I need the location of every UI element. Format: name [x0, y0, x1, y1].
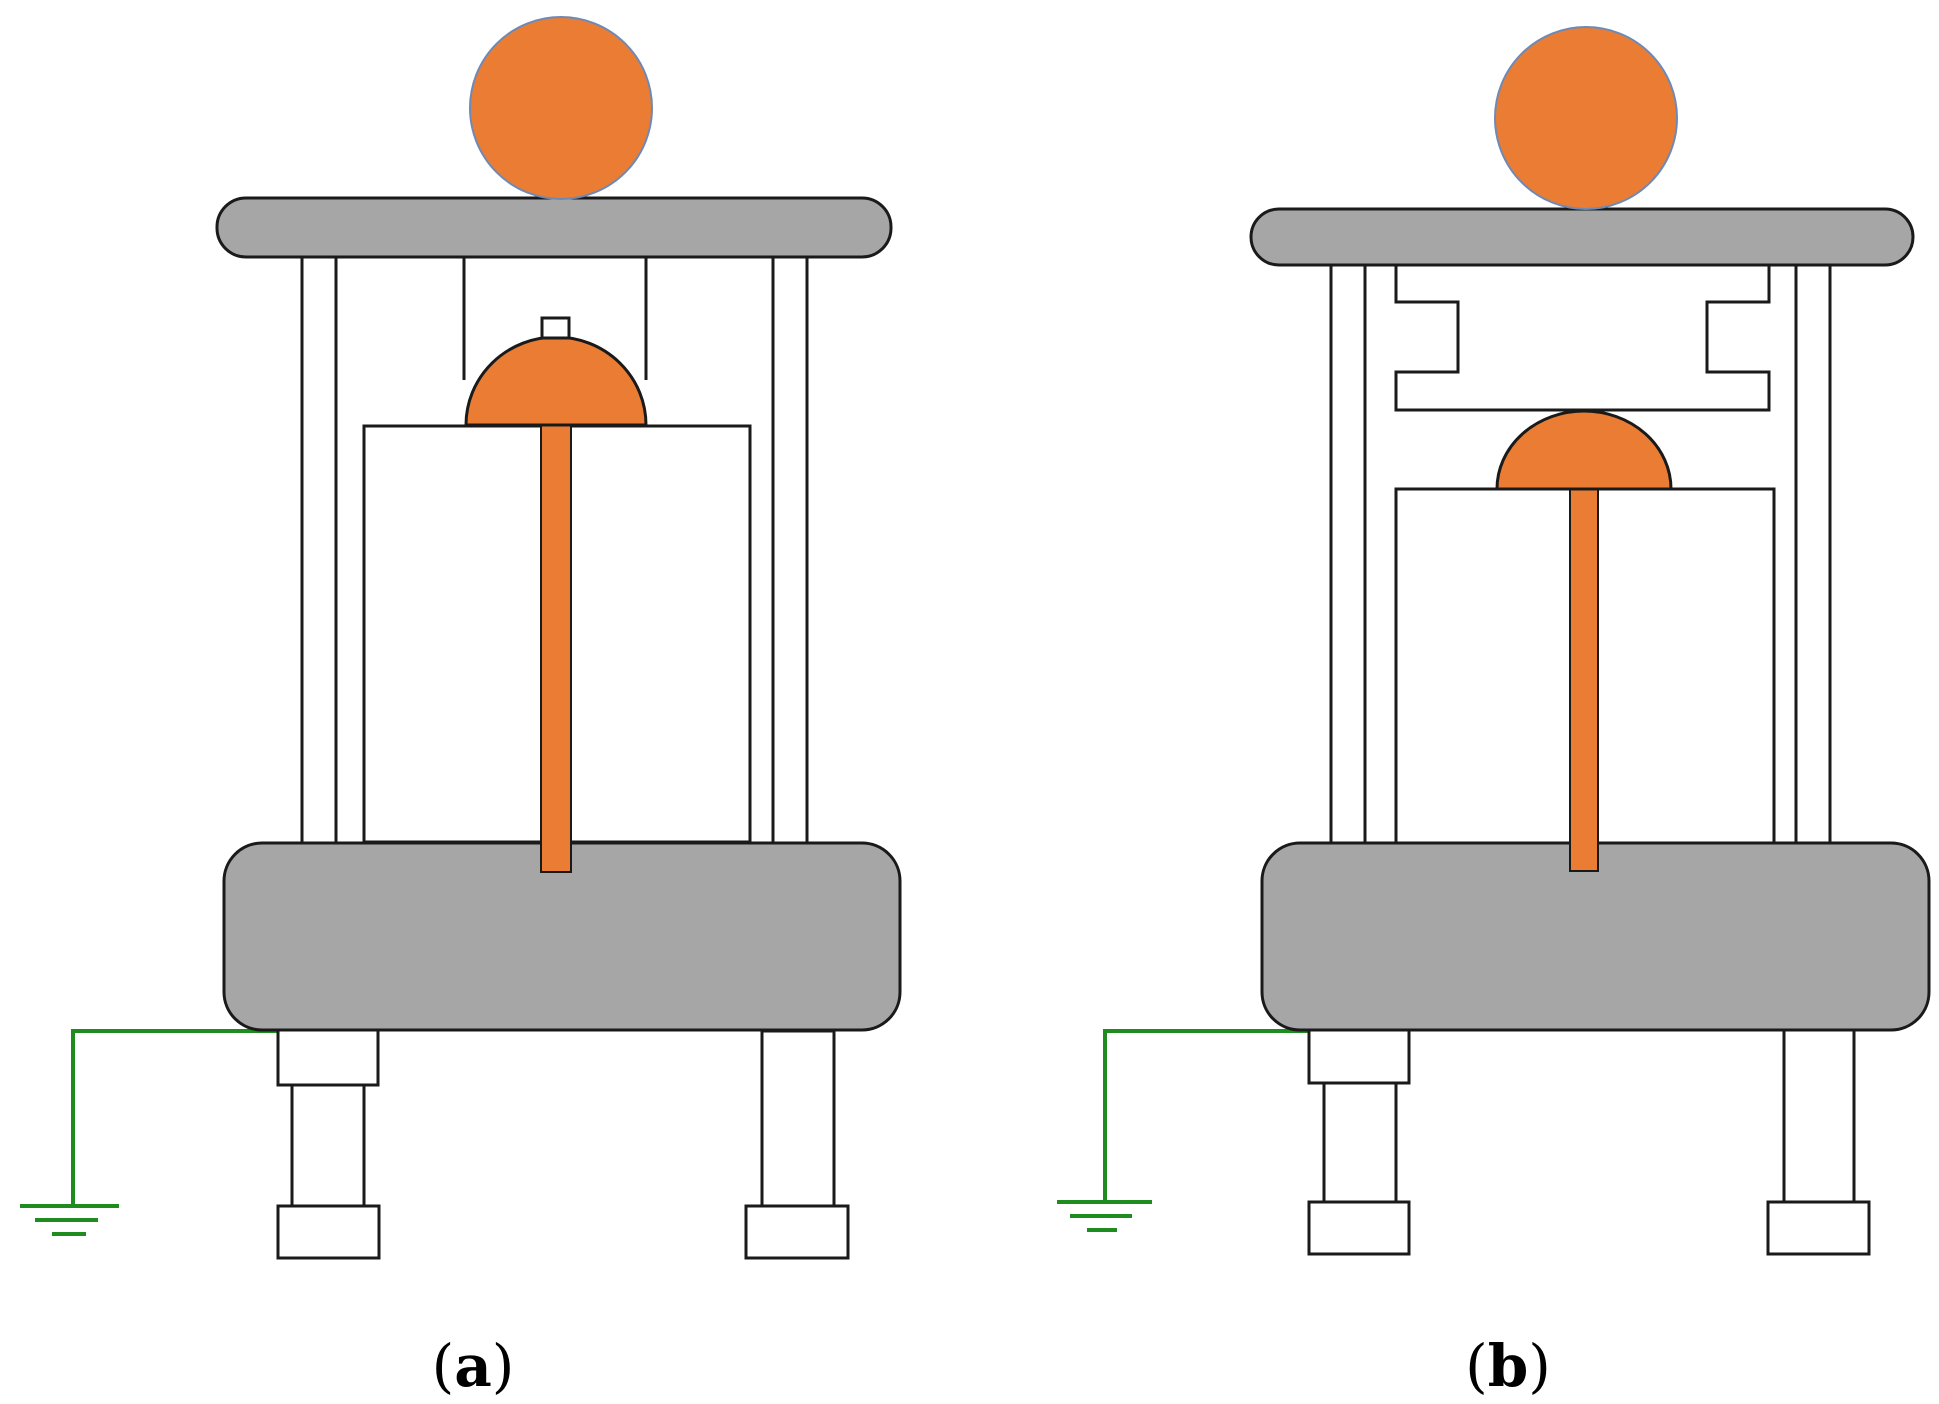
clamp-bracket-b: [1394, 265, 1771, 412]
sphere-electrode-a: [469, 16, 653, 200]
caption-a-letter: a: [454, 1332, 492, 1400]
conductor-rod-b: [1569, 487, 1599, 872]
caption-a-close: ): [492, 1332, 515, 1400]
hemisphere-electrode-a: [464, 335, 648, 427]
right-leg-foot-a: [744, 1204, 850, 1260]
left-leg-a: [276, 1028, 381, 1260]
caption-a-open: (: [432, 1332, 455, 1400]
conductor-rod-a: [540, 424, 572, 873]
caption-b: (b): [1465, 1332, 1551, 1400]
right-leg-b: [1766, 1026, 1871, 1256]
right-leg-foot-b: [1766, 1200, 1871, 1256]
caption-b-open: (: [1465, 1332, 1488, 1400]
right-leg-post-b: [1782, 1026, 1856, 1205]
left-leg-upper-block-a: [276, 1028, 380, 1087]
top-plate-a: [215, 196, 893, 259]
caption-a: (a): [432, 1332, 515, 1400]
columns-b: [1329, 265, 1832, 843]
right-leg-post-a: [760, 1029, 836, 1209]
hemisphere-electrode-b: [1495, 409, 1673, 491]
left-leg-post-a: [290, 1083, 366, 1209]
left-leg-post-b: [1322, 1081, 1398, 1205]
caption-b-letter: b: [1488, 1332, 1529, 1400]
top-plate-b: [1249, 207, 1915, 267]
sphere-electrode-b: [1494, 26, 1678, 210]
left-leg-foot-b: [1307, 1200, 1411, 1256]
left-leg-b: [1307, 1028, 1411, 1256]
right-leg-a: [744, 1029, 850, 1260]
left-leg-foot-a: [276, 1204, 381, 1260]
caption-b-close: ): [1528, 1332, 1551, 1400]
panel-a: (a): [20, 16, 902, 1400]
columns-a: [300, 255, 809, 842]
left-leg-upper-block-b: [1307, 1028, 1411, 1085]
top-tab-a: [540, 316, 571, 340]
panel-b: (b): [1057, 26, 1931, 1400]
